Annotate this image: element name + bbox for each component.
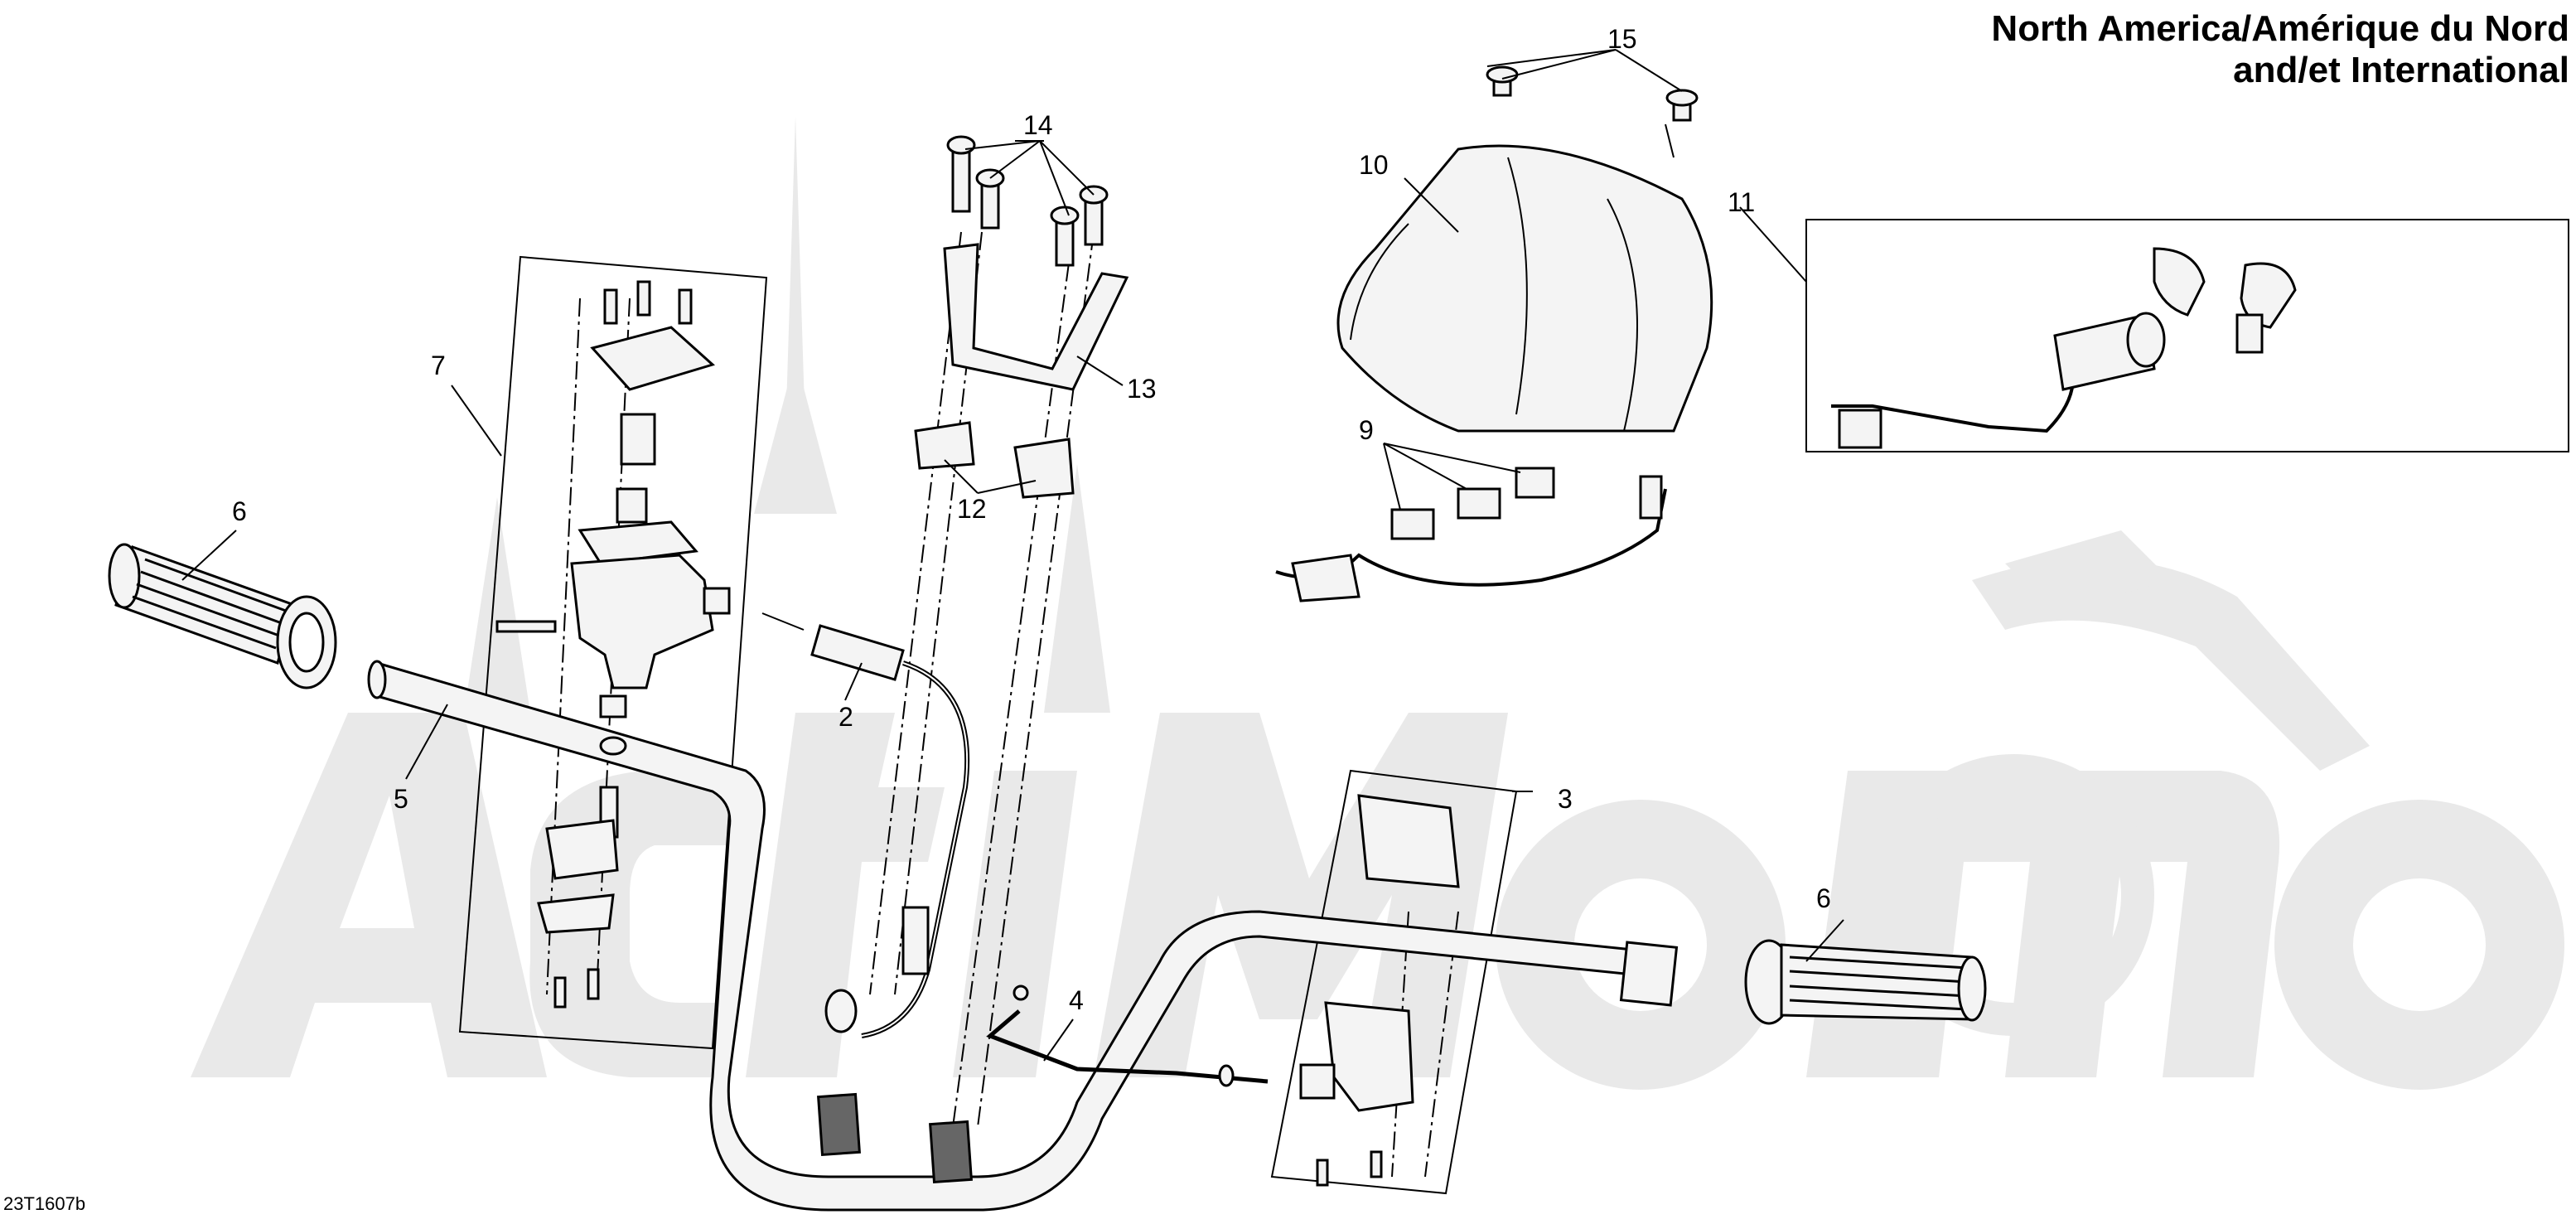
region-title-line-1: North America/Amérique du Nord xyxy=(1991,8,2569,49)
callout-14: 14 xyxy=(1023,110,1053,140)
leader-lines xyxy=(181,49,1844,1062)
throttle-cable xyxy=(761,612,970,1038)
callout-10: 10 xyxy=(1359,150,1389,180)
callout-4: 4 xyxy=(1069,985,1084,1015)
callout-13: 13 xyxy=(1127,374,1157,404)
frame-switch-group xyxy=(1270,769,1518,1195)
wiring-harness xyxy=(1275,467,1667,602)
callout-11: 11 xyxy=(1728,187,1755,217)
callout-3: 3 xyxy=(1558,784,1573,814)
callout-6-right: 6 xyxy=(1816,883,1831,913)
throttle-assembly xyxy=(495,280,731,1009)
callout-6-left: 6 xyxy=(232,496,247,526)
callout-9: 9 xyxy=(1359,415,1374,445)
grip-right xyxy=(1744,939,1987,1025)
ignition-switch xyxy=(1831,247,2297,449)
callout-labels: 15 14 10 11 13 7 9 12 6 2 5 3 6 4 xyxy=(232,24,1831,1015)
callout-2: 2 xyxy=(839,702,853,732)
callout-5: 5 xyxy=(394,784,408,814)
switch-housing xyxy=(1299,794,1460,1187)
handlebar xyxy=(367,660,1679,1212)
frame-ignition-group xyxy=(1805,219,2569,452)
callout-15: 15 xyxy=(1607,24,1637,54)
frame-throttle-group xyxy=(458,255,768,1050)
callout-12: 12 xyxy=(957,494,987,524)
region-title-line-2: and/et International xyxy=(2233,50,2569,90)
diagram-reference-code: 23T1607b xyxy=(3,1193,86,1214)
callout-7: 7 xyxy=(431,351,446,380)
riser-and-clamps xyxy=(914,135,1129,499)
choke-cable xyxy=(986,985,1269,1087)
grip-left xyxy=(108,543,337,689)
windshield-cover xyxy=(1336,65,1713,433)
region-title: North America/Amérique du Nord and/et In… xyxy=(1991,8,2569,91)
